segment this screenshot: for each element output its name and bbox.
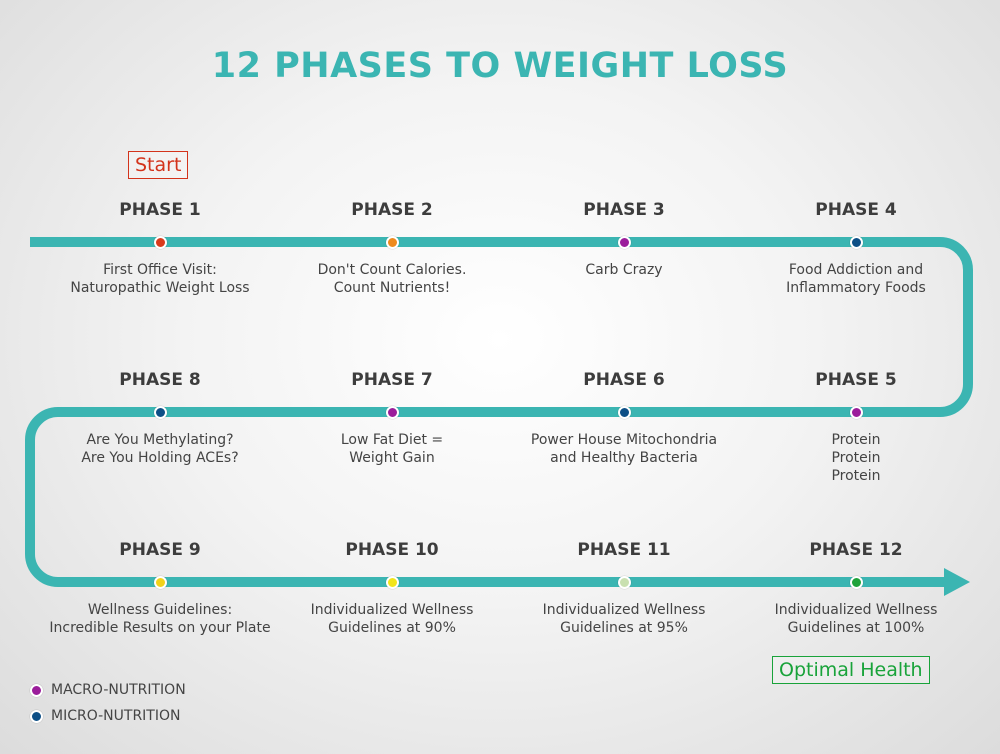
timeline-path [25,237,973,587]
phase-desc-line: Individualized Wellness [310,602,474,618]
phase-dot-2 [385,235,399,249]
phase-label-2: PHASE 2 [351,200,433,220]
legend-label-macro: MACRO-NUTRITION [51,682,186,698]
phase-desc-line: Power House Mitochondria [530,432,718,448]
phase-label-7: PHASE 7 [351,370,433,390]
phase-desc-line: Are You Holding ACEs? [81,450,239,466]
phase-desc-line: Don't Count Calories. [317,262,467,278]
phase-dot-1 [153,235,167,249]
phase-desc-line: Carb Crazy [585,262,663,278]
phase-desc-8: Are You Methylating? Are You Holding ACEs… [40,431,280,467]
phase-desc-line: Count Nutrients! [333,280,451,296]
phase-dot-11 [617,575,631,589]
phase-dot-5 [849,405,863,419]
phase-label-6: PHASE 6 [583,370,665,390]
phase-desc-line: Naturopathic Weight Loss [70,280,250,296]
phase-desc-line: First Office Visit: [103,262,217,278]
phase-label-10: PHASE 10 [345,540,439,560]
optimal-health-tag: Optimal Health [772,656,930,684]
phase-desc-3: Carb Crazy [504,261,744,279]
phase-dot-4 [849,235,863,249]
phase-desc-line: Are You Methylating? [86,432,234,448]
phase-desc-line: Protein [831,450,881,466]
phase-desc-line: Incredible Results on your Plate [49,620,271,636]
arrow-head-icon [944,568,970,596]
phase-desc-line: Inflammatory Foods [786,280,926,296]
phase-dot-9 [153,575,167,589]
phase-desc-line: Protein [831,468,881,484]
phase-desc-1: First Office Visit: Naturopathic Weight L… [40,261,280,297]
phase-desc-line: Individualized Wellness [542,602,706,618]
phase-label-3: PHASE 3 [583,200,665,220]
phase-desc-line: Low Fat Diet = [340,432,444,448]
phase-desc-line: Food Addiction and [788,262,924,278]
legend-label-micro: MICRO-NUTRITION [51,708,181,724]
phase-label-8: PHASE 8 [119,370,201,390]
phase-label-1: PHASE 1 [119,200,201,220]
phase-dot-6 [617,405,631,419]
phase-desc-line: Guidelines at 90% [328,620,456,636]
phase-desc-line: and Healthy Bacteria [550,450,698,466]
phase-desc-6: Power House Mitochondria and Healthy Bact… [504,431,744,467]
phase-desc-line: Guidelines at 95% [560,620,688,636]
phase-desc-line: Guidelines at 100% [787,620,925,636]
phase-desc-line: Wellness Guidelines: [87,602,233,618]
phase-label-4: PHASE 4 [815,200,897,220]
phase-desc-line: Individualized Wellness [774,602,938,618]
legend-item-macro: MACRO-NUTRITION [30,682,186,698]
phase-desc-7: Low Fat Diet = Weight Gain [272,431,512,467]
phase-label-5: PHASE 5 [815,370,897,390]
phase-dot-3 [617,235,631,249]
phase-label-9: PHASE 9 [119,540,201,560]
phase-dot-10 [385,575,399,589]
legend-dot-micro [30,709,43,723]
start-tag: Start [128,151,189,179]
phase-dot-12 [849,575,863,589]
legend-dot-macro [30,683,43,697]
phase-label-12: PHASE 12 [809,540,903,560]
phase-dot-8 [153,405,167,419]
phase-desc-line: Weight Gain [349,450,435,466]
page-title: 12 PHASES TO WEIGHT LOSS [211,46,789,86]
phase-desc-2: Don't Count Calories. Count Nutrients! [272,261,512,297]
phase-label-11: PHASE 11 [577,540,671,560]
phase-desc-9: Wellness Guidelines: Incredible Results o… [40,601,280,637]
phase-desc-line: Protein [831,432,881,448]
legend-item-micro: MICRO-NUTRITION [30,708,180,724]
phase-dot-7 [385,405,399,419]
